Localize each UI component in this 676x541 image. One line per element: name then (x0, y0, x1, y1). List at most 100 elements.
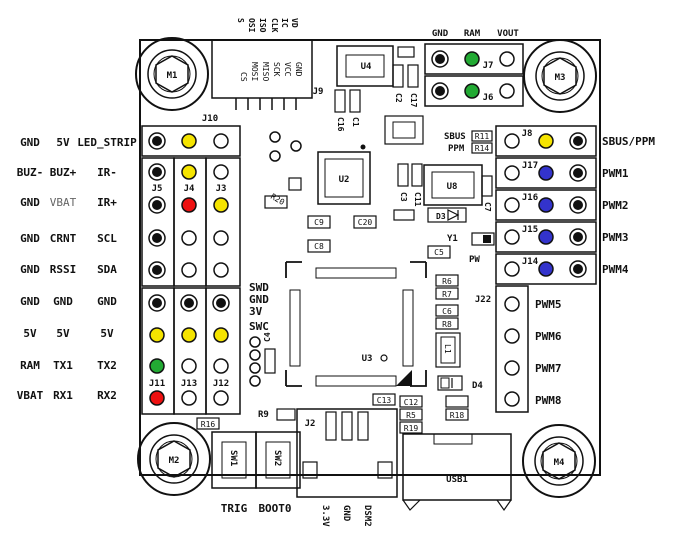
svg-text:D3: D3 (436, 212, 446, 221)
svg-text:C9: C9 (314, 218, 324, 227)
svg-text:3.3V: 3.3V (320, 505, 330, 527)
svg-text:C11: C11 (413, 192, 422, 207)
svg-text:GND: GND (294, 62, 303, 77)
left-label: GND (20, 232, 40, 245)
mount-hole-m4: M4 (522, 424, 596, 498)
left-label: RX1 (53, 389, 73, 402)
left-label: 5V (56, 136, 70, 149)
left-label: 5V (100, 327, 114, 340)
left-label: RSSI (50, 263, 77, 276)
svg-text:C3: C3 (399, 192, 408, 202)
svg-text:VD: VD (290, 18, 299, 28)
pin (181, 197, 197, 213)
svg-text:GND: GND (341, 505, 351, 522)
svg-text:R19: R19 (404, 424, 419, 433)
connector-label: J12 (213, 379, 229, 389)
left-label: SDA (97, 263, 117, 276)
svg-text:PWM4: PWM4 (602, 263, 629, 276)
switch-sw2: SW2 (255, 431, 301, 489)
left-label: GND (97, 295, 117, 308)
svg-text:DSM2: DSM2 (362, 505, 372, 527)
svg-text:C2: C2 (394, 93, 403, 103)
svg-text:R8: R8 (442, 320, 452, 329)
svg-text:IC: IC (280, 18, 289, 28)
connector-label: J3 (216, 184, 227, 194)
pin (213, 133, 229, 149)
svg-text:USB1: USB1 (446, 475, 468, 485)
svg-text:VOUT: VOUT (497, 29, 519, 39)
left-label: RX2 (97, 389, 117, 402)
pin (213, 262, 229, 278)
svg-text:CS: CS (239, 72, 248, 82)
left-label: TX1 (53, 359, 73, 372)
svg-text:R9: R9 (258, 410, 269, 420)
connector-j10: J10 (141, 114, 241, 157)
connector-j22: J22 (475, 285, 529, 413)
svg-text:PWM2: PWM2 (602, 199, 629, 212)
svg-text:C8: C8 (314, 242, 324, 251)
svg-text:C4: C4 (263, 332, 272, 342)
chip-label: U8 (447, 182, 458, 192)
connector-label: J15 (522, 225, 538, 235)
left-label: TX2 (97, 359, 117, 372)
svg-text:SBUS: SBUS (444, 132, 466, 142)
svg-text:R5: R5 (406, 411, 416, 420)
svg-text:CLK: CLK (270, 18, 279, 33)
connector-label: J5 (152, 184, 163, 194)
top-spi-labels: VD IC CLK ISO OSI S (236, 18, 299, 33)
mount-hole-m3: M3 (523, 39, 597, 113)
svg-text:PWM1: PWM1 (602, 167, 629, 180)
connector-j5-j4-j3: J5 J4 J3 (141, 157, 241, 287)
pin (213, 230, 229, 246)
pin (148, 229, 166, 247)
svg-text:SBUS/PPM: SBUS/PPM (602, 135, 655, 148)
connector-label: J16 (522, 193, 538, 203)
connector-label: J4 (184, 184, 195, 194)
svg-text:R20: R20 (269, 192, 286, 207)
left-label: GND (20, 295, 40, 308)
sbus-ppm-jumpers: SBUS PPM R11 R14 (444, 130, 493, 154)
svg-text:Y1: Y1 (447, 234, 458, 244)
svg-text:VCC: VCC (283, 62, 292, 77)
connector-usb1: USB1 (402, 433, 512, 512)
pin (181, 133, 197, 149)
passive-components: C16 C1 C2 C17 C3 C11 C7 D3 Y1 PW C5 R20 (196, 64, 495, 434)
pin (148, 261, 166, 279)
connector-j6: J6 (424, 75, 524, 107)
mount-label: M4 (554, 458, 565, 468)
connector-j9: CS MOSI MISO SCK VCC GND J9 (211, 39, 324, 110)
svg-text:C16: C16 (336, 117, 345, 132)
misc-pads (269, 131, 302, 162)
board-outline (139, 39, 601, 476)
svg-text:TRIG: TRIG (221, 502, 248, 515)
connector-label: J22 (475, 295, 491, 305)
svg-text:SCK: SCK (272, 62, 281, 77)
svg-text:SWD: SWD (249, 281, 269, 294)
svg-text:R14: R14 (475, 144, 490, 153)
connector-label: J9 (313, 87, 324, 97)
pin (148, 163, 166, 181)
svg-text:MOSI: MOSI (250, 62, 259, 81)
left-label: GND (20, 136, 40, 149)
svg-text:D4: D4 (472, 381, 483, 391)
svg-text:R6: R6 (442, 277, 452, 286)
left-label: GND (53, 295, 73, 308)
svg-text:C13: C13 (377, 396, 392, 405)
left-label: RAM (20, 359, 40, 372)
left-label: IR+ (97, 196, 117, 209)
svg-text:C6: C6 (442, 307, 452, 316)
svg-text:PWM6: PWM6 (535, 330, 562, 343)
left-label: IR- (97, 166, 117, 179)
switch-sw1: SW1 (211, 431, 257, 489)
svg-text:R16: R16 (201, 420, 216, 429)
svg-text:GND: GND (249, 293, 269, 306)
svg-text:PWM5: PWM5 (535, 298, 562, 311)
left-label: CRNT (50, 232, 77, 245)
svg-text:SW2: SW2 (272, 450, 282, 466)
left-label: LED_STRIP (77, 136, 137, 149)
svg-text:MISO: MISO (261, 62, 270, 81)
connector-label: J11 (149, 379, 165, 389)
mount-label: M2 (169, 456, 180, 466)
chip-label: U2 (339, 175, 350, 185)
